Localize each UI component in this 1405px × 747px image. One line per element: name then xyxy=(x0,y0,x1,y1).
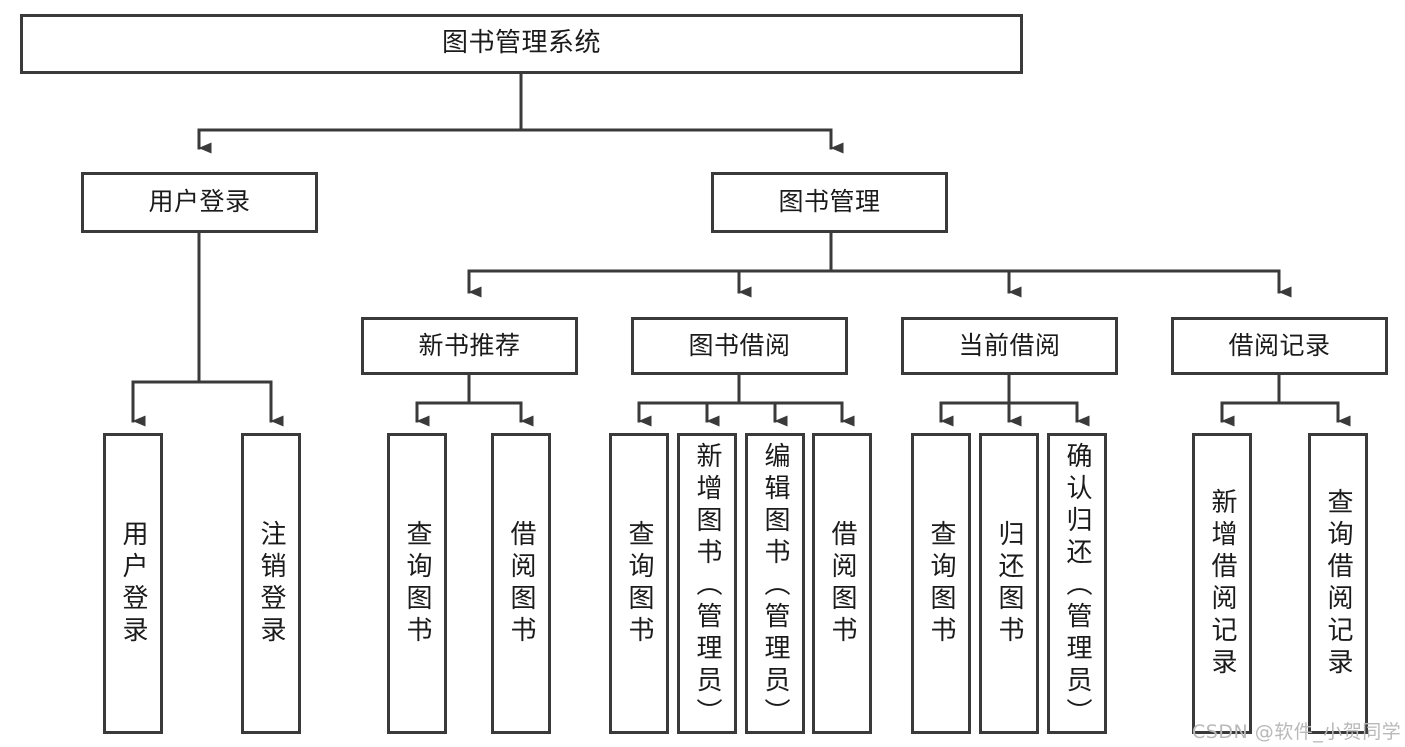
node-leaf-return-book[interactable]: 归还图书 xyxy=(979,433,1039,734)
node-root-label: 图书管理系统 xyxy=(441,28,601,59)
node-leaf-query-record-label: 查询借阅记录 xyxy=(1323,487,1353,680)
node-leaf-borrow-book-2[interactable]: 借阅图书 xyxy=(812,433,872,734)
node-leaf-query-book-2-label: 查询图书 xyxy=(624,519,654,648)
node-leaf-user-login-label: 用户登录 xyxy=(118,519,148,648)
node-book-borrow-label: 图书借阅 xyxy=(688,330,791,360)
node-leaf-add-book-label: 新增图书（管理员） xyxy=(692,442,722,730)
node-leaf-query-book-3-label: 查询图书 xyxy=(926,519,956,648)
node-leaf-return-book-label: 归还图书 xyxy=(994,519,1024,648)
node-new-book-recommend[interactable]: 新书推荐 xyxy=(361,317,578,375)
node-new-book-recommend-label: 新书推荐 xyxy=(418,330,521,360)
node-leaf-query-book-1[interactable]: 查询图书 xyxy=(387,433,447,734)
node-book-manage[interactable]: 图书管理 xyxy=(711,172,948,233)
node-leaf-logout-login-label: 注销登录 xyxy=(256,519,286,648)
node-leaf-logout-login[interactable]: 注销登录 xyxy=(241,433,301,734)
node-user-login[interactable]: 用户登录 xyxy=(81,172,318,233)
node-borrow-record[interactable]: 借阅记录 xyxy=(1171,317,1388,375)
node-book-manage-label: 图书管理 xyxy=(778,187,881,217)
node-leaf-confirm-return-label: 确认归还（管理员） xyxy=(1062,442,1092,730)
node-borrow-record-label: 借阅记录 xyxy=(1228,330,1331,360)
node-current-borrow[interactable]: 当前借阅 xyxy=(901,317,1118,375)
node-leaf-user-login[interactable]: 用户登录 xyxy=(103,433,163,734)
node-leaf-add-record[interactable]: 新增借阅记录 xyxy=(1192,433,1252,734)
node-leaf-add-record-label: 新增借阅记录 xyxy=(1207,487,1237,680)
node-book-borrow[interactable]: 图书借阅 xyxy=(631,317,848,375)
node-leaf-confirm-return[interactable]: 确认归还（管理员） xyxy=(1047,433,1107,734)
node-leaf-borrow-book-2-label: 借阅图书 xyxy=(827,519,857,648)
node-leaf-query-book-3[interactable]: 查询图书 xyxy=(911,433,971,734)
node-leaf-borrow-book-1-label: 借阅图书 xyxy=(506,519,536,648)
node-leaf-borrow-book-1[interactable]: 借阅图书 xyxy=(491,433,551,734)
node-leaf-edit-book[interactable]: 编辑图书（管理员） xyxy=(745,433,805,734)
node-leaf-query-book-2[interactable]: 查询图书 xyxy=(609,433,669,734)
node-leaf-add-book[interactable]: 新增图书（管理员） xyxy=(677,433,737,734)
node-root[interactable]: 图书管理系统 xyxy=(20,14,1023,74)
node-current-borrow-label: 当前借阅 xyxy=(958,330,1061,360)
node-leaf-query-book-1-label: 查询图书 xyxy=(402,519,432,648)
node-user-login-label: 用户登录 xyxy=(148,187,251,217)
node-leaf-query-record[interactable]: 查询借阅记录 xyxy=(1308,433,1368,734)
node-leaf-edit-book-label: 编辑图书（管理员） xyxy=(760,442,790,730)
